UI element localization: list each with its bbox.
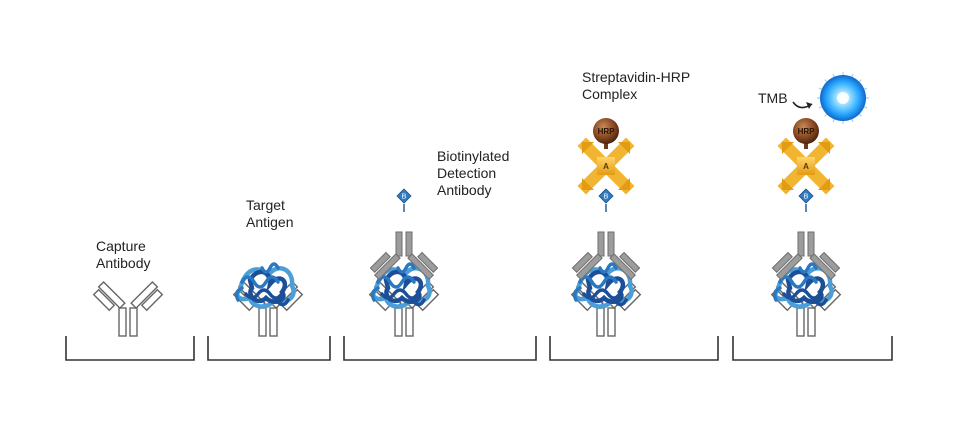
target-antigen bbox=[572, 262, 634, 309]
well-5 bbox=[732, 336, 893, 361]
target-antigen bbox=[370, 262, 432, 309]
step-capture bbox=[92, 280, 164, 337]
target-antigen bbox=[234, 262, 296, 309]
streptavidin-label: A bbox=[603, 162, 609, 171]
label-biotinylated-detection-antibody: Biotinylated Detection Antibody bbox=[437, 148, 510, 198]
detection-antibody bbox=[571, 231, 641, 281]
well-3 bbox=[343, 336, 537, 361]
hrp-enzyme: HRP bbox=[593, 118, 619, 149]
capture-antibody bbox=[92, 280, 164, 337]
step-tmb: B A HRP bbox=[770, 72, 869, 337]
label-target-antigen: Target Antigen bbox=[246, 197, 294, 230]
hrp-enzyme: HRP bbox=[793, 118, 819, 149]
heading-remnant bbox=[0, 0, 60, 12]
label-tmb: TMB bbox=[758, 90, 788, 106]
detection-antibody bbox=[369, 231, 439, 281]
label-streptavidin-hrp-complex: Streptavidin-HRP Complex bbox=[582, 69, 691, 102]
step-detection: B bbox=[368, 188, 440, 337]
biotin-label: B bbox=[604, 194, 609, 201]
plate-wells bbox=[65, 336, 893, 361]
streptavidin: A bbox=[777, 137, 835, 195]
streptavidin: A bbox=[577, 137, 635, 195]
target-antigen bbox=[772, 262, 834, 309]
biotin: B bbox=[798, 188, 814, 212]
label-capture-antibody: Capture Antibody bbox=[96, 238, 151, 271]
well-4 bbox=[549, 336, 719, 361]
biotin-label: B bbox=[804, 194, 809, 201]
tmb-substrate bbox=[792, 72, 869, 124]
step-antigen bbox=[232, 262, 304, 337]
hrp-label: HRP bbox=[798, 127, 816, 136]
well-1 bbox=[65, 336, 195, 361]
step-strep-hrp: B A HRP bbox=[570, 118, 642, 337]
detection-antibody bbox=[771, 231, 841, 281]
biotin: B bbox=[598, 188, 614, 212]
hrp-label: HRP bbox=[598, 127, 616, 136]
biotin: B bbox=[396, 188, 412, 212]
biotin-label: B bbox=[402, 194, 407, 201]
well-2 bbox=[207, 336, 331, 361]
streptavidin-label: A bbox=[803, 162, 809, 171]
